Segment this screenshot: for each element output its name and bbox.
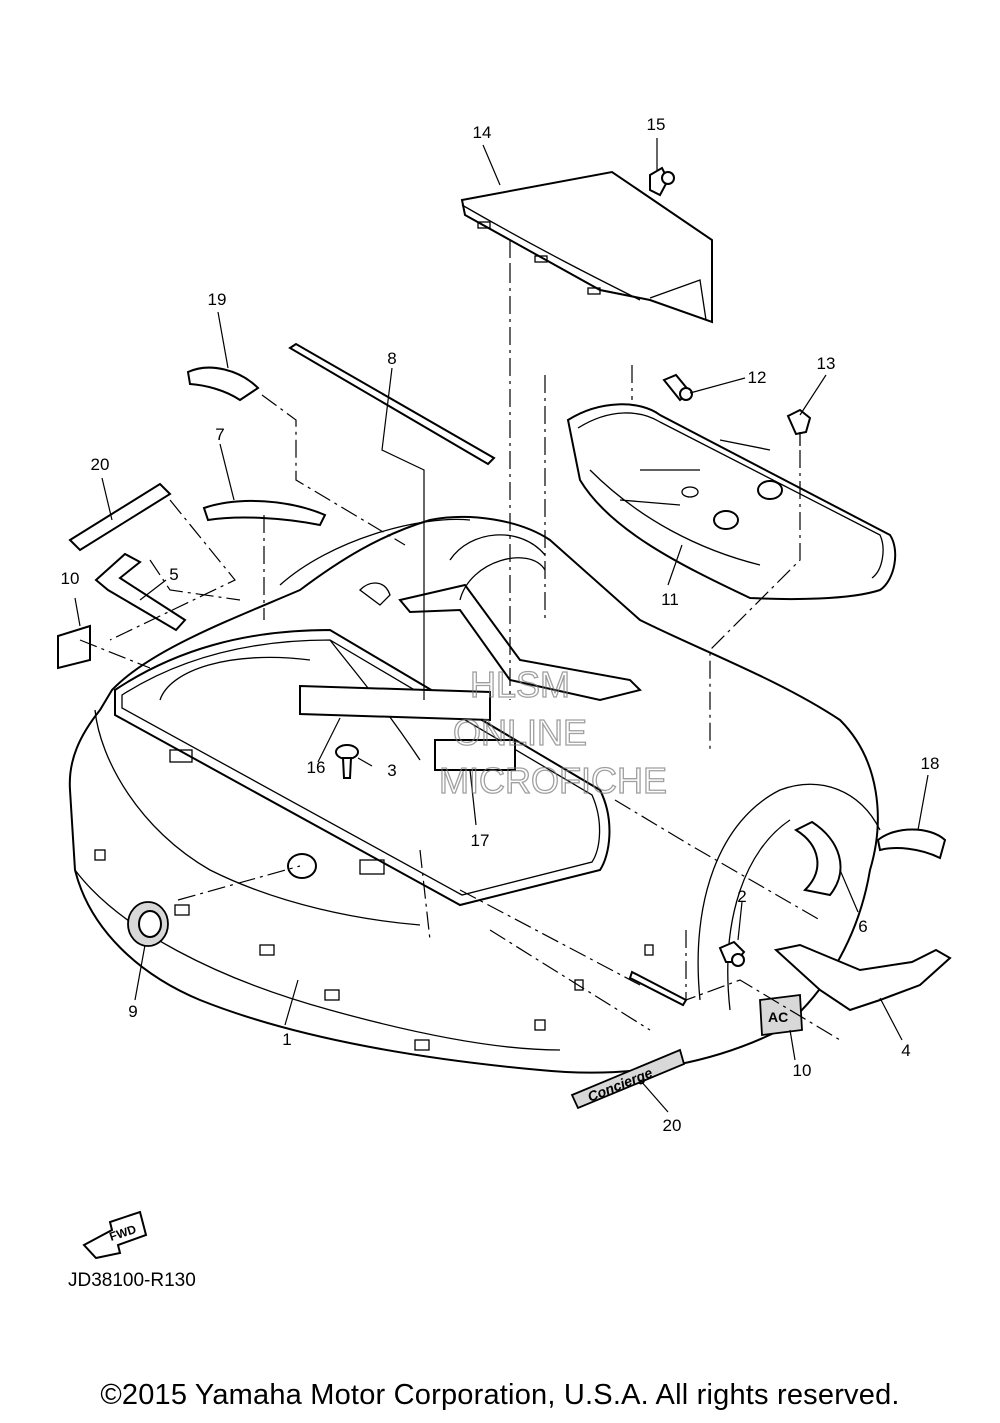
part-5-plate — [94, 552, 187, 632]
callout-10-right: 10 — [793, 1061, 812, 1080]
callout-20-lower: 20 — [663, 1116, 682, 1135]
callout-6: 6 — [858, 917, 867, 936]
callout-1: 1 — [282, 1030, 291, 1049]
callout-16: 16 — [307, 758, 326, 777]
part-9-grommet — [127, 901, 169, 947]
drawing-code: JD38100-R130 — [68, 1270, 196, 1291]
part-2-fastener — [718, 940, 746, 967]
part-3-fastener — [335, 744, 359, 779]
part-19-trim — [186, 366, 260, 402]
body-hole — [287, 853, 317, 879]
storage-opening — [114, 628, 611, 907]
callout-20-upper: 20 — [91, 455, 110, 474]
part-10-ac-badge: AC — [759, 993, 803, 1037]
part-12-clip — [662, 373, 693, 402]
callout-18: 18 — [921, 754, 940, 773]
part-18-trim — [876, 828, 947, 860]
callout-14: 14 — [473, 123, 492, 142]
part-8-strip — [288, 342, 496, 466]
callout-7: 7 — [215, 425, 224, 444]
part-16-label — [299, 684, 491, 722]
callout-9: 9 — [128, 1002, 137, 1021]
part-10-badge-left — [57, 624, 91, 670]
callout-10-left: 10 — [61, 569, 80, 588]
callout-5: 5 — [169, 565, 178, 584]
callout-12: 12 — [748, 368, 767, 387]
callout-2: 2 — [737, 887, 746, 906]
callout-3: 3 — [387, 761, 396, 780]
forward-arrow-icon: FWD — [82, 1210, 148, 1260]
watermark-line-3: MICROFICHE — [439, 760, 667, 801]
dash-cavity — [359, 557, 642, 702]
part-13-bolt — [786, 408, 812, 446]
part-14-cover — [460, 170, 713, 324]
watermark-line-1: HLSM — [470, 664, 570, 705]
assembly-lines — [79, 240, 841, 1041]
part-11-tray — [566, 403, 897, 601]
callout-8: 8 — [387, 349, 396, 368]
callout-19: 19 — [208, 290, 227, 309]
watermark-line-2: ONLINE — [453, 712, 587, 753]
watermark: HLSM ONLINE MICROFICHE — [438, 663, 667, 801]
callout-11: 11 — [661, 590, 679, 609]
leader-lines — [74, 138, 929, 1113]
part-6-trim — [793, 820, 842, 897]
part-4-plate — [773, 943, 952, 1012]
part-17-label — [434, 739, 516, 771]
part-7-trim — [202, 499, 327, 527]
callout-4: 4 — [901, 1041, 910, 1060]
callout-17: 17 — [471, 831, 490, 850]
part-20-emblem-left — [68, 482, 172, 552]
callout-labels: 1 2 3 4 5 6 7 8 9 10 10 11 12 13 14 15 1… — [61, 115, 940, 1135]
part-15-clip — [649, 166, 675, 197]
ac-badge-text: AC — [768, 1009, 788, 1025]
copyright-notice: ©2015 Yamaha Motor Corporation, U.S.A. A… — [100, 1379, 900, 1411]
callout-13: 13 — [817, 354, 836, 373]
callout-15: 15 — [647, 115, 666, 134]
